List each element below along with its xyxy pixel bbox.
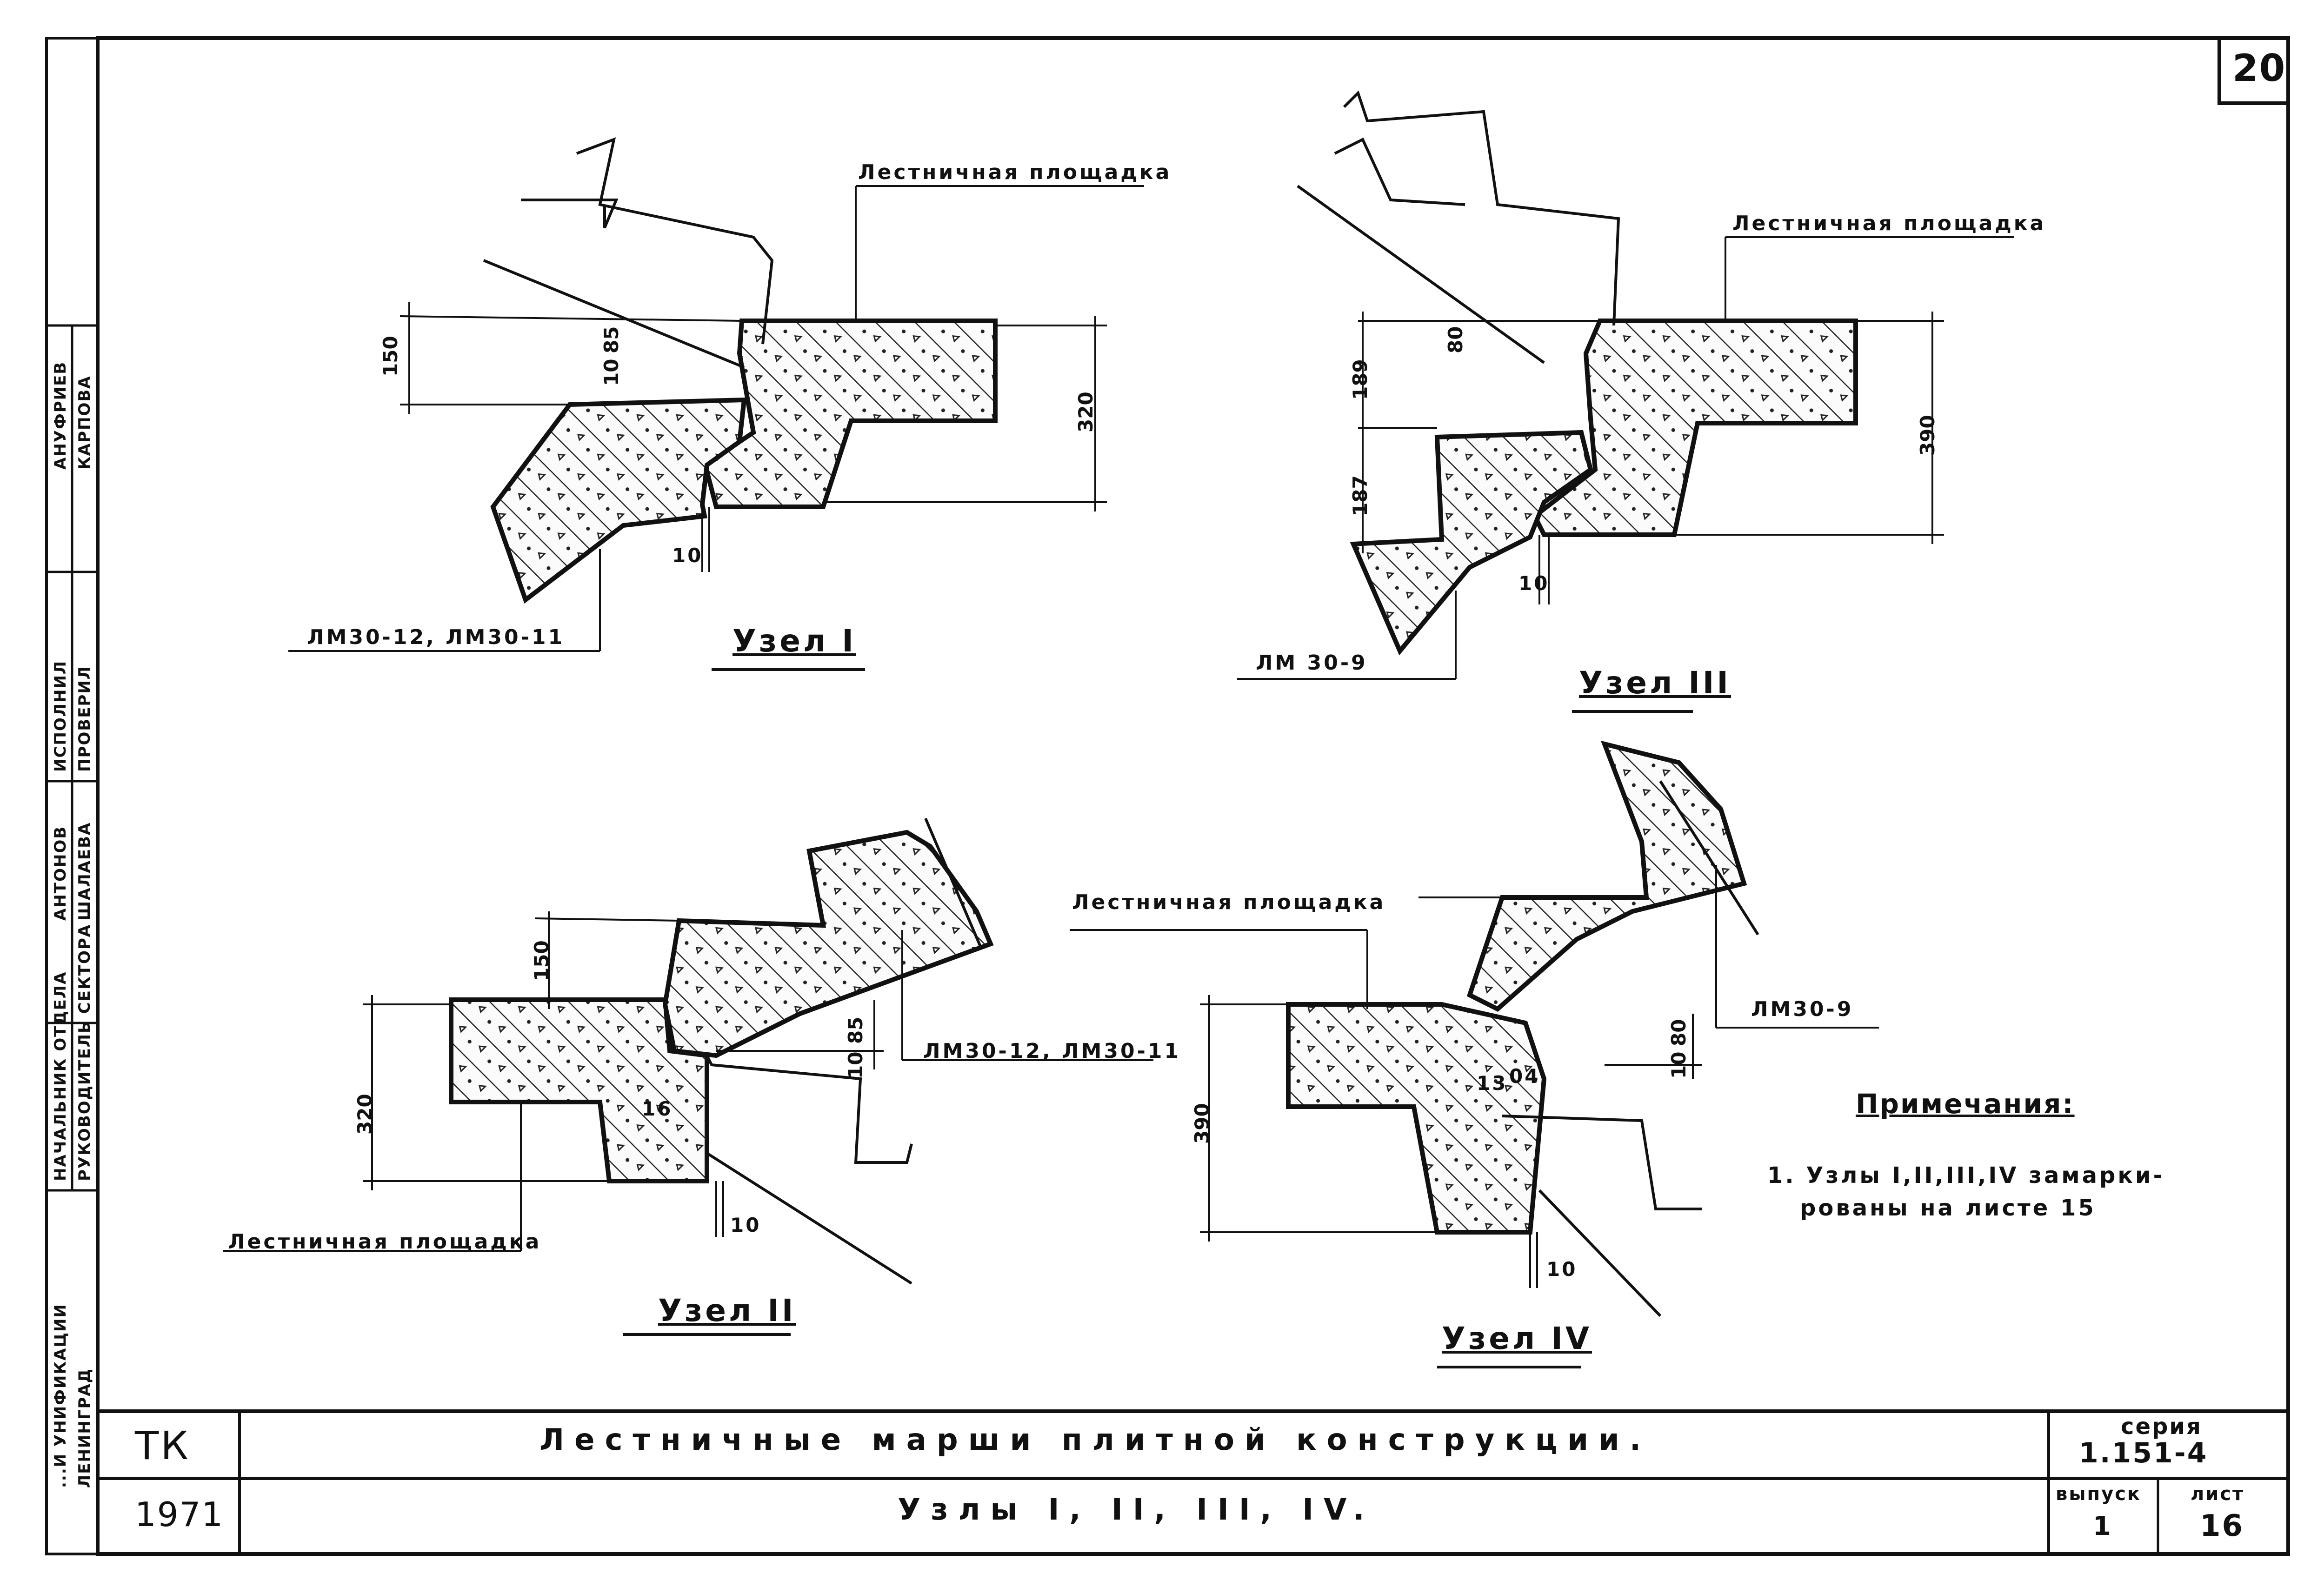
node-2-flight-label: ЛМ30-12, ЛМ30-11 xyxy=(923,1039,1181,1063)
notes-item-1-line-2: рованы на листе 15 xyxy=(1800,1195,2096,1221)
stamp-col2-line2: ШАЛАЕВА xyxy=(75,822,94,921)
sheet-label: лист xyxy=(2191,1483,2245,1505)
node-4-dim-13: 13 xyxy=(1477,1072,1508,1095)
node-4-dim-80: 80 xyxy=(1667,1019,1690,1046)
series-label: серия xyxy=(2121,1414,2202,1440)
node-4-flight-slab xyxy=(1466,740,1747,1012)
node-4-dim-10b: 10 xyxy=(1546,1258,1578,1281)
node-3-dim-390: 390 xyxy=(1916,415,1939,456)
node-1-flight-slab xyxy=(490,397,747,604)
node-2-drawing xyxy=(223,817,1153,1336)
node-2-flight-slab xyxy=(662,830,994,1058)
node-4-title: Узел IV xyxy=(1442,1321,1592,1356)
title-block-title: Лестничные марши плитной конструкции. xyxy=(539,1423,1651,1457)
stamp-col2-line1: АНТОНОВ xyxy=(51,825,70,921)
node-2-dim-10: 10 xyxy=(844,1051,867,1079)
node-3-dim-189: 189 xyxy=(1349,359,1372,400)
node-2-title: Узел II xyxy=(658,1293,796,1328)
node-3-dim-187: 187 xyxy=(1349,475,1372,516)
node-4-drawing xyxy=(1070,740,1879,1368)
node-3-drawing xyxy=(1237,90,2014,713)
node-3-title: Узел III xyxy=(1579,665,1731,701)
side-stamp xyxy=(45,37,99,1555)
node-1-dim-85: 85 xyxy=(600,326,623,353)
stamp-col1-line2: РУКОВОДИТЕЛЬ СЕКТОРА xyxy=(75,923,94,1181)
node-1-dim-320: 320 xyxy=(1074,392,1097,432)
notes-heading: Примечания: xyxy=(1856,1088,2075,1120)
node-3-flight-slab xyxy=(1350,430,1593,656)
node-2-dim-16: 16 xyxy=(642,1097,673,1120)
node-4-dim-10: 10 xyxy=(1667,1051,1690,1079)
node-2-dim-320: 320 xyxy=(353,1094,376,1135)
node-4-landing-slab xyxy=(1286,1002,1547,1235)
stamp-col4-line2: КАРПОВА xyxy=(75,375,94,470)
title-block-subtitle: Узлы I, II, III, IV. xyxy=(898,1493,1375,1527)
node-4-dim-04: 04 xyxy=(1509,1065,1540,1088)
stamp-org-line1: ...И УНИФИКАЦИИ xyxy=(51,1303,70,1488)
series-value: 1.151-4 xyxy=(2079,1437,2208,1469)
node-4-landing-label: Лестничная площадка xyxy=(1072,890,1386,914)
notes-item-1-line-1: 1. Узлы I,II,III,IV замарки- xyxy=(1767,1162,2165,1189)
node-1-dim-10: 10 xyxy=(600,359,623,386)
stamp-col4-line1: АНУФРИЕВ xyxy=(51,361,70,470)
stamp-col3-line2: ПРОВЕРИЛ xyxy=(75,665,94,772)
outer-frame xyxy=(96,36,2290,1556)
issue-label: выпуск xyxy=(2056,1483,2142,1505)
node-4-dim-390: 390 xyxy=(1191,1103,1213,1144)
node-3-dim-80: 80 xyxy=(1444,326,1467,353)
node-3-flight-label: ЛМ 30-9 xyxy=(1256,651,1368,675)
node-3-landing-slab xyxy=(1532,319,1858,537)
sheet-value: 16 xyxy=(2200,1509,2244,1543)
top-right-sheet-box xyxy=(2217,36,2290,105)
title-block-year: 1971 xyxy=(135,1495,224,1534)
stamp-col3-line1: ИСПОЛНИЛ xyxy=(51,660,70,772)
node-3-landing-label: Лестничная площадка xyxy=(1732,212,2046,235)
node-3-dim-10: 10 xyxy=(1518,572,1550,595)
node-4-flight-label: ЛМ30-9 xyxy=(1751,997,1854,1021)
title-block-code: ТК xyxy=(135,1423,190,1468)
node-2-dim-150: 150 xyxy=(530,940,553,981)
node-1-dim-10b: 10 xyxy=(672,544,703,567)
node-1-title: Узел I xyxy=(732,623,856,659)
node-1-landing-slab xyxy=(702,319,998,509)
node-1-dim-150: 150 xyxy=(379,336,402,377)
sheet-number: 20 xyxy=(2232,46,2286,90)
node-2-landing-label: Лестничная площадка xyxy=(228,1230,542,1254)
stamp-col1-line1: НАЧАЛЬНИК ОТДЕЛА xyxy=(51,971,70,1181)
stamp-org-line2: ЛЕНИНГРАД xyxy=(75,1368,94,1488)
node-2-dim-85: 85 xyxy=(844,1016,867,1044)
node-1-landing-label: Лестничная площадка xyxy=(858,160,1172,184)
title-block xyxy=(98,1409,2288,1554)
node-1-drawing xyxy=(288,137,1144,671)
issue-value: 1 xyxy=(2093,1511,2112,1541)
node-2-dim-10b: 10 xyxy=(730,1214,761,1236)
node-1-flight-label: ЛМ30-12, ЛМ30-11 xyxy=(307,625,565,649)
